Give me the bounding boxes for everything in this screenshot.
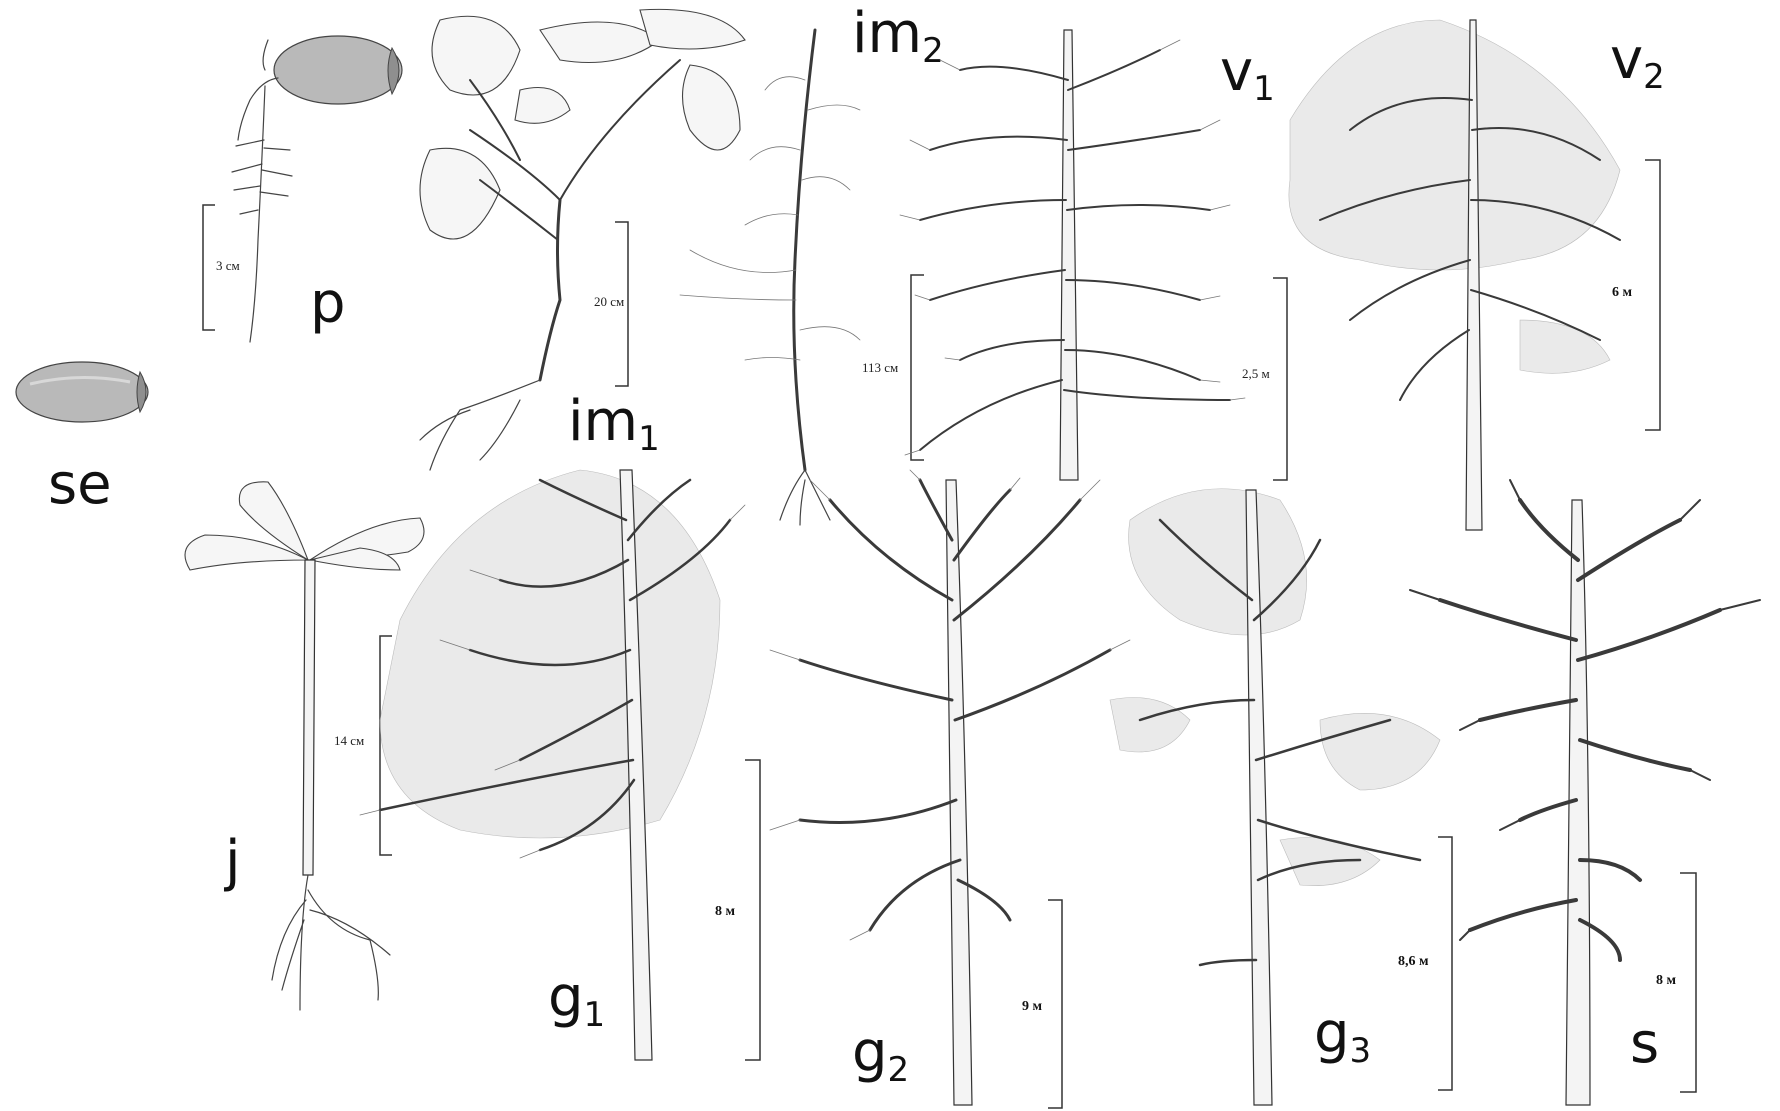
stage-label-g3-main: g [1314,1001,1350,1066]
stage-label-v2-sub: 2 [1643,57,1665,97]
stage-label-j: j [223,829,241,894]
stage-p: 3 см p [203,36,402,342]
stage-g2: 9 м g2 [770,470,1130,1108]
senile-illustration [1410,480,1760,1105]
scale-label-im2: 113 см [862,360,898,375]
scale-label-v1: 2,5 м [1242,366,1270,381]
scale-label-v2: 6 м [1612,285,1633,300]
generative-2-illustration [770,470,1130,1105]
scale-label-g2: 9 м [1022,999,1043,1014]
virginile-1-illustration [900,30,1245,480]
stage-label-v2: v2 [1610,27,1665,97]
scale-label-p: 3 см [216,258,240,273]
stage-label-im2-main: im [852,1,922,66]
scale-bar-g1: 8 м [715,760,760,1060]
stage-label-im2: im2 [852,1,944,71]
stage-label-s: s [1630,1011,1659,1076]
stage-v1: 2,5 м v1 [900,30,1287,480]
stage-label-im2-sub: 2 [922,31,944,71]
stage-label-v1: v1 [1220,39,1275,109]
scale-bar-s: 8 м [1656,873,1696,1092]
scale-label-j: 14 см [334,733,364,748]
stage-label-v1-main: v [1220,39,1253,104]
stage-label-g1: g1 [548,965,605,1035]
stage-label-g3-sub: 3 [1350,1031,1372,1071]
stage-label-im1-main: im [568,389,638,454]
acorn-illustration [16,362,148,422]
stage-label-v1-sub: 1 [1253,69,1275,109]
scale-label-s: 8 м [1656,973,1677,988]
scale-label-g3: 8,6 м [1398,954,1429,969]
stage-label-g2-main: g [852,1020,888,1085]
stage-label-g1-main: g [548,965,584,1030]
scale-label-im1: 20 см [594,294,624,309]
scale-bar-v1: 2,5 м [1242,278,1287,480]
stage-g3: 8,6 м g3 [1110,489,1452,1105]
stage-label-im1: im1 [568,389,660,459]
scale-bar-g3: 8,6 м [1398,837,1452,1090]
stage-label-g3: g3 [1314,1001,1371,1071]
stage-s: 8 м s [1410,480,1760,1105]
scale-bar-v2: 6 м [1612,160,1660,430]
stage-se: se [16,362,148,517]
stage-label-v2-main: v [1610,27,1643,92]
generative-3-illustration [1110,489,1440,1105]
stage-label-g1-sub: 1 [584,995,606,1035]
stage-label-se: se [48,452,112,517]
scale-bar-p: 3 см [203,205,240,330]
stage-im1: 20 см im1 [420,9,745,470]
scale-bar-im1: 20 см [594,222,628,386]
scale-label-g1: 8 м [715,904,736,919]
stage-label-im1-sub: 1 [638,419,660,459]
stage-label-p: p [310,271,346,336]
scale-bar-g2: 9 м [1022,900,1062,1108]
stage-label-g2: g2 [852,1020,909,1090]
stage-v2: 6 м v2 [1289,20,1665,530]
scale-bar-im2: 113 см [862,275,924,460]
stage-g1: 8 м g1 [360,470,760,1060]
stage-label-g2-sub: 2 [888,1050,910,1090]
virginile-2-illustration [1289,20,1620,530]
